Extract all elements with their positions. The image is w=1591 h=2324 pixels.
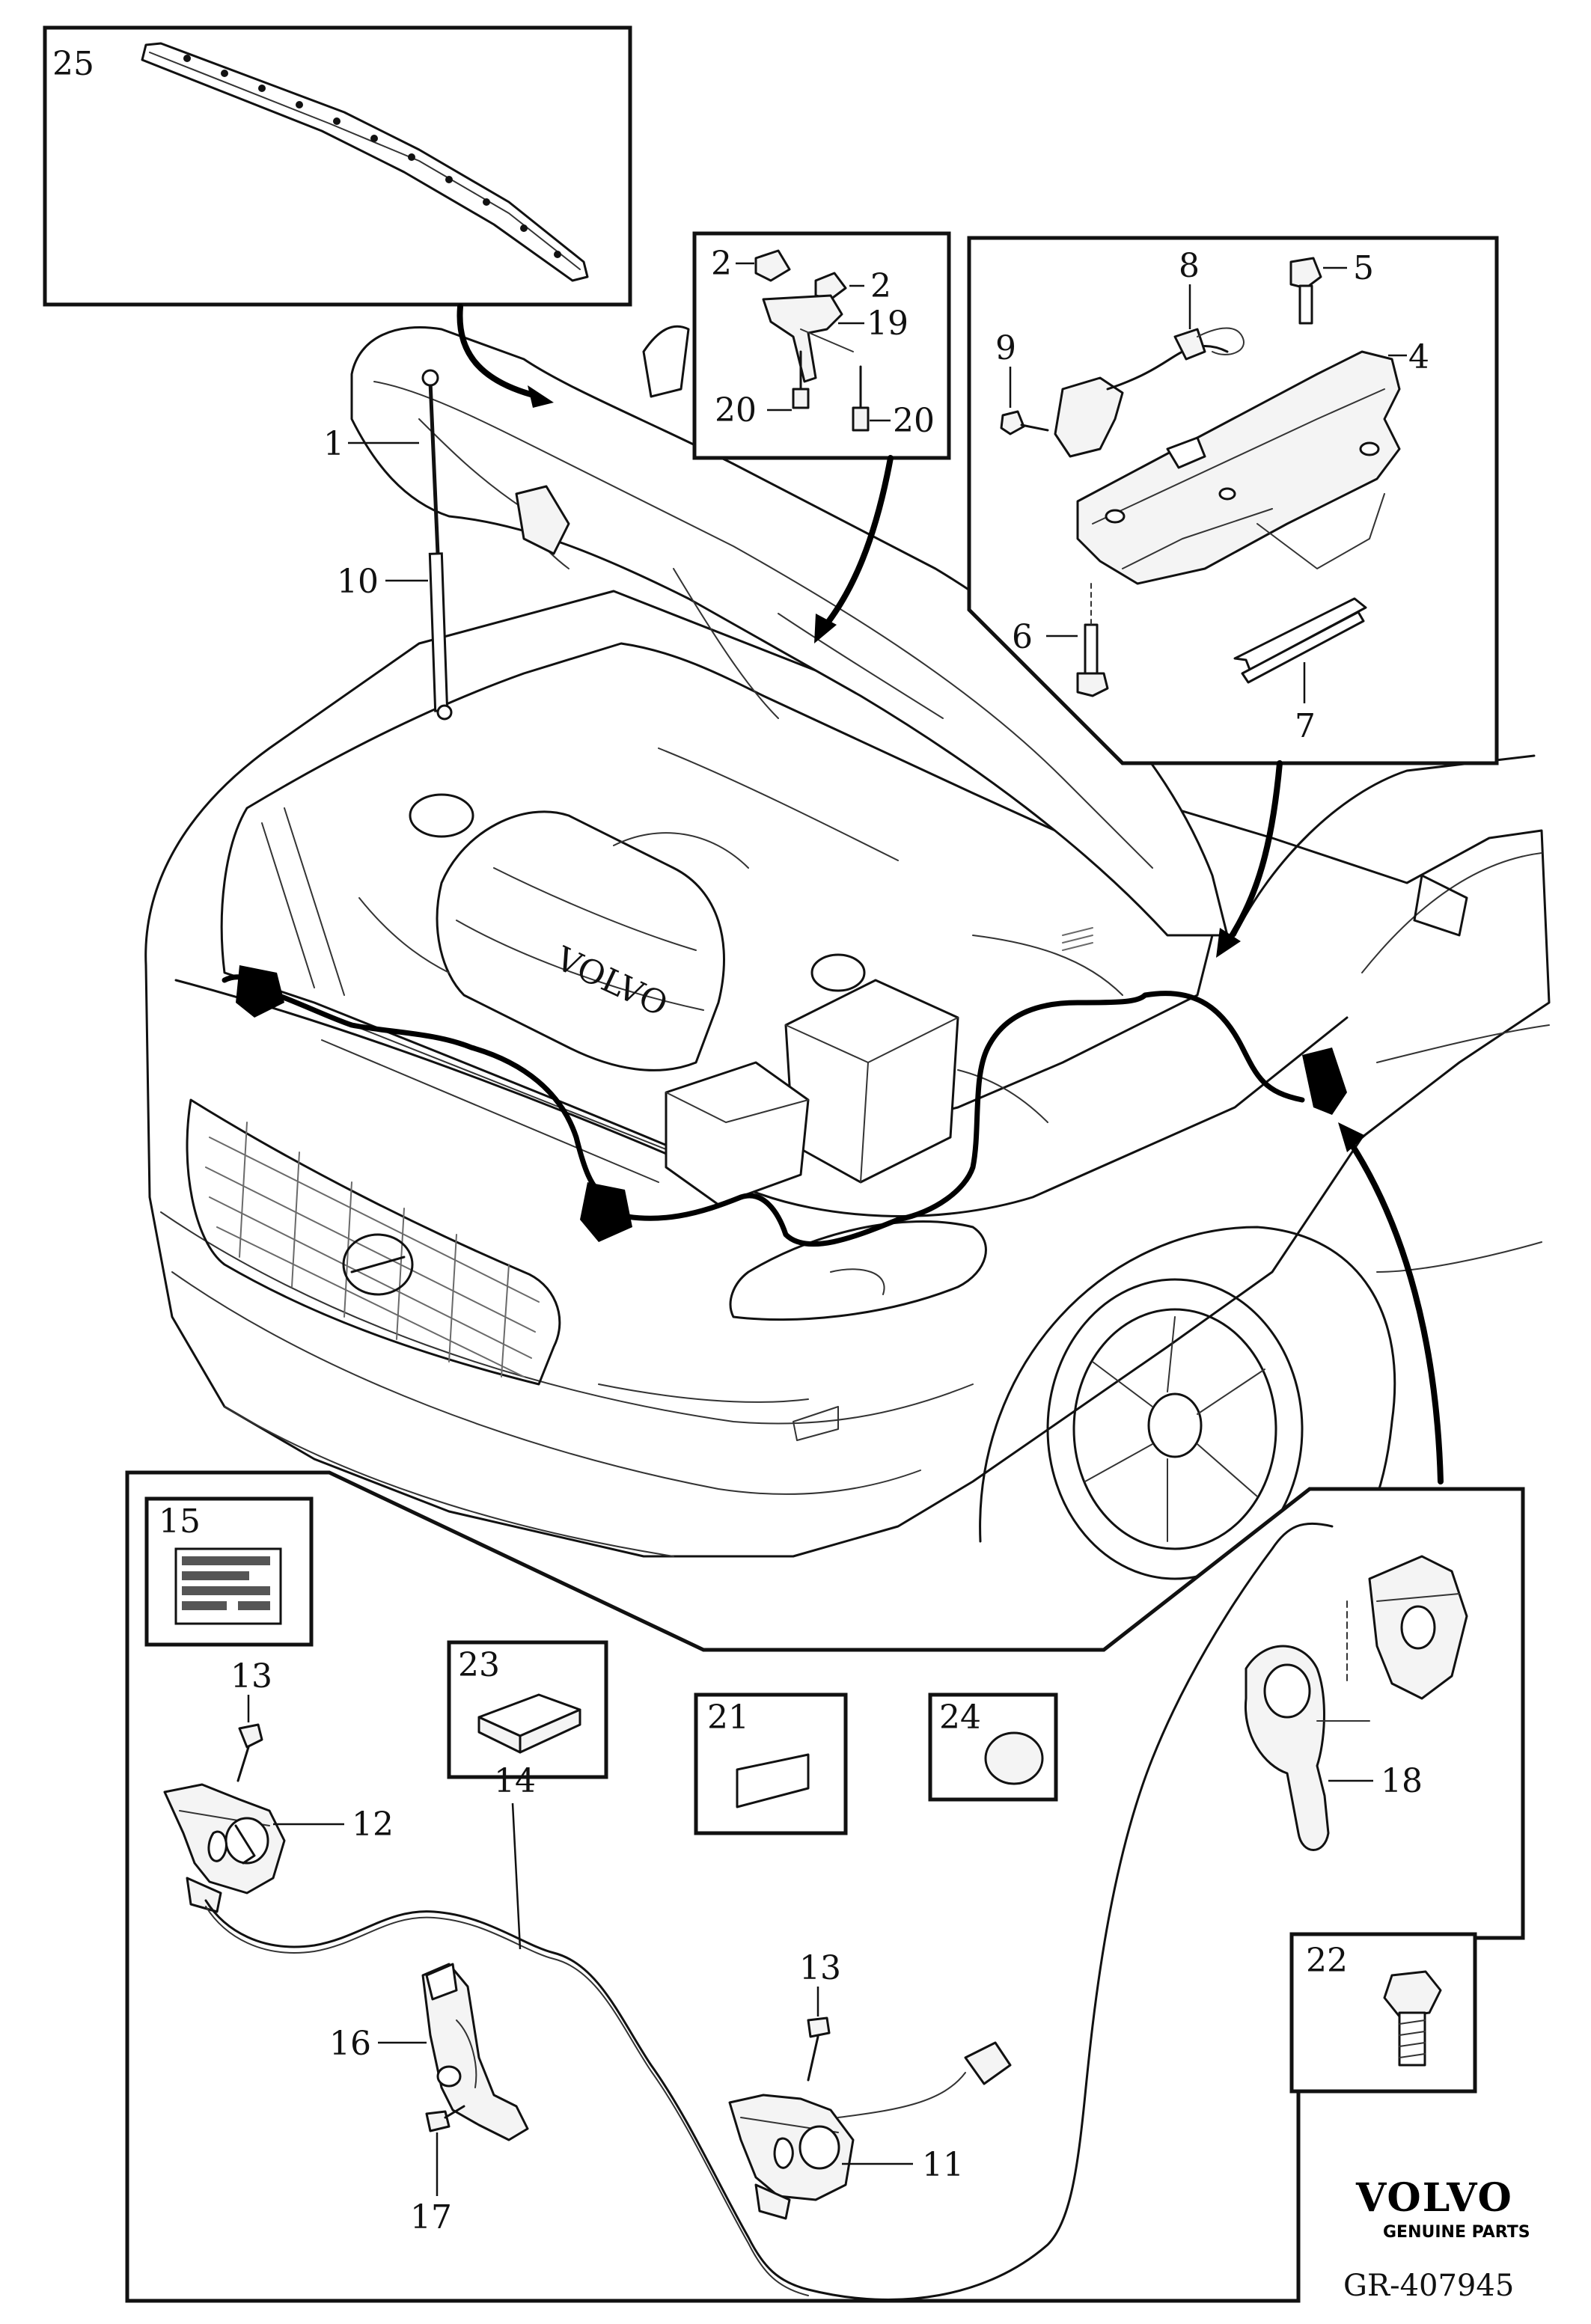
- callout-5: 5: [1353, 249, 1374, 287]
- callout-18: 18: [1381, 1762, 1423, 1800]
- volvo-logo: VOLVO: [1355, 2175, 1513, 2221]
- callout-17: 17: [410, 2198, 452, 2236]
- front-wheel: [1046, 1278, 1304, 1580]
- callout-20a: 20: [715, 391, 757, 429]
- callout-8: 8: [1179, 247, 1200, 285]
- callout-7: 7: [1295, 707, 1316, 745]
- bolt-17: [425, 2110, 451, 2132]
- gas-strut-rod: [428, 381, 440, 554]
- foam-pad-21: [736, 1753, 810, 1808]
- plug-24: [984, 1731, 1044, 1785]
- callout-6: 6: [1012, 618, 1033, 656]
- screw-20-left: [792, 388, 810, 409]
- gas-strut-body: [428, 552, 449, 712]
- bottom-panel-release-system: 15 23 21 24 22: [125, 1470, 1525, 2303]
- callout-2b: 2: [870, 267, 891, 305]
- bolt-13-lower: [807, 2016, 831, 2038]
- hood-hinge-4: [1076, 350, 1401, 585]
- callout-4: 4: [1408, 338, 1429, 376]
- bolt-5: [1289, 257, 1322, 290]
- callout-23: 23: [458, 1646, 500, 1684]
- bolt-22: [1383, 1970, 1442, 2067]
- callout-21: 21: [707, 1698, 749, 1737]
- hood-switch-8: [1054, 376, 1124, 458]
- bolt-6: [1076, 672, 1109, 697]
- battery: [784, 979, 959, 1184]
- callout-19: 19: [867, 305, 909, 343]
- box-hood-hinge: 8 5 9 4 6 7: [967, 236, 1499, 765]
- box-21: [694, 1692, 848, 1835]
- callout-15: 15: [159, 1502, 201, 1541]
- callout-24: 24: [939, 1698, 981, 1737]
- callout-16: 16: [329, 2025, 371, 2063]
- callout-12: 12: [352, 1805, 394, 1844]
- bolt-13-upper: [238, 1723, 263, 1749]
- document-number: GR-407945: [1343, 2269, 1514, 2303]
- logo-subtext: GENUINE PARTS: [1383, 2223, 1530, 2242]
- engine-cover: [436, 810, 725, 1071]
- screw-20-right: [852, 406, 870, 432]
- connector-11: [964, 2041, 1012, 2085]
- hood-latch-11: [728, 2094, 855, 2220]
- latch-bracket-16: [421, 1963, 529, 2141]
- pointer-arrow-19: [820, 455, 894, 632]
- harness-connector: [236, 965, 1347, 1242]
- callout-9: 9: [995, 329, 1016, 367]
- vehicle-illustration: VOLVO: [144, 325, 1551, 1580]
- callout-13a: 13: [230, 1657, 272, 1695]
- branding-block: VOLVO GENUINE PARTS GR-407945: [1343, 2175, 1530, 2303]
- callout-2a: 2: [711, 245, 732, 283]
- callout-25: 25: [52, 45, 94, 83]
- pointer-arrow-25: [456, 304, 542, 400]
- release-cable-14: [204, 1522, 1334, 2301]
- callout-13b: 13: [799, 1949, 841, 1987]
- label-sticker-15: [174, 1547, 282, 1625]
- box-clips-19-20: 2 2 19 20 20: [692, 231, 951, 460]
- pointer-arrow-hinge: [1224, 760, 1283, 946]
- hood: [350, 326, 1229, 937]
- brand-emblem: [342, 1233, 414, 1296]
- bracket-19: [762, 294, 843, 383]
- hood-latch-12: [163, 1783, 286, 1913]
- callout-20b: 20: [893, 402, 935, 440]
- callout-22: 22: [1306, 1942, 1348, 1980]
- callout-14: 14: [494, 1762, 536, 1800]
- callout-1: 1: [323, 425, 344, 463]
- release-handle-18: [1244, 1555, 1468, 1851]
- bolt-9: [1000, 410, 1025, 435]
- clip-2-left: [754, 249, 791, 282]
- callout-11: 11: [922, 2146, 964, 2184]
- callout-10: 10: [337, 563, 379, 601]
- pointer-arrow-release: [1344, 1134, 1444, 1484]
- clip-2-right: [814, 272, 847, 301]
- box-22: [1289, 1932, 1477, 2094]
- hood-seal-strip: [141, 42, 589, 282]
- side-mirror: [1413, 874, 1468, 937]
- box-25-seal-strip: 25: [43, 25, 632, 307]
